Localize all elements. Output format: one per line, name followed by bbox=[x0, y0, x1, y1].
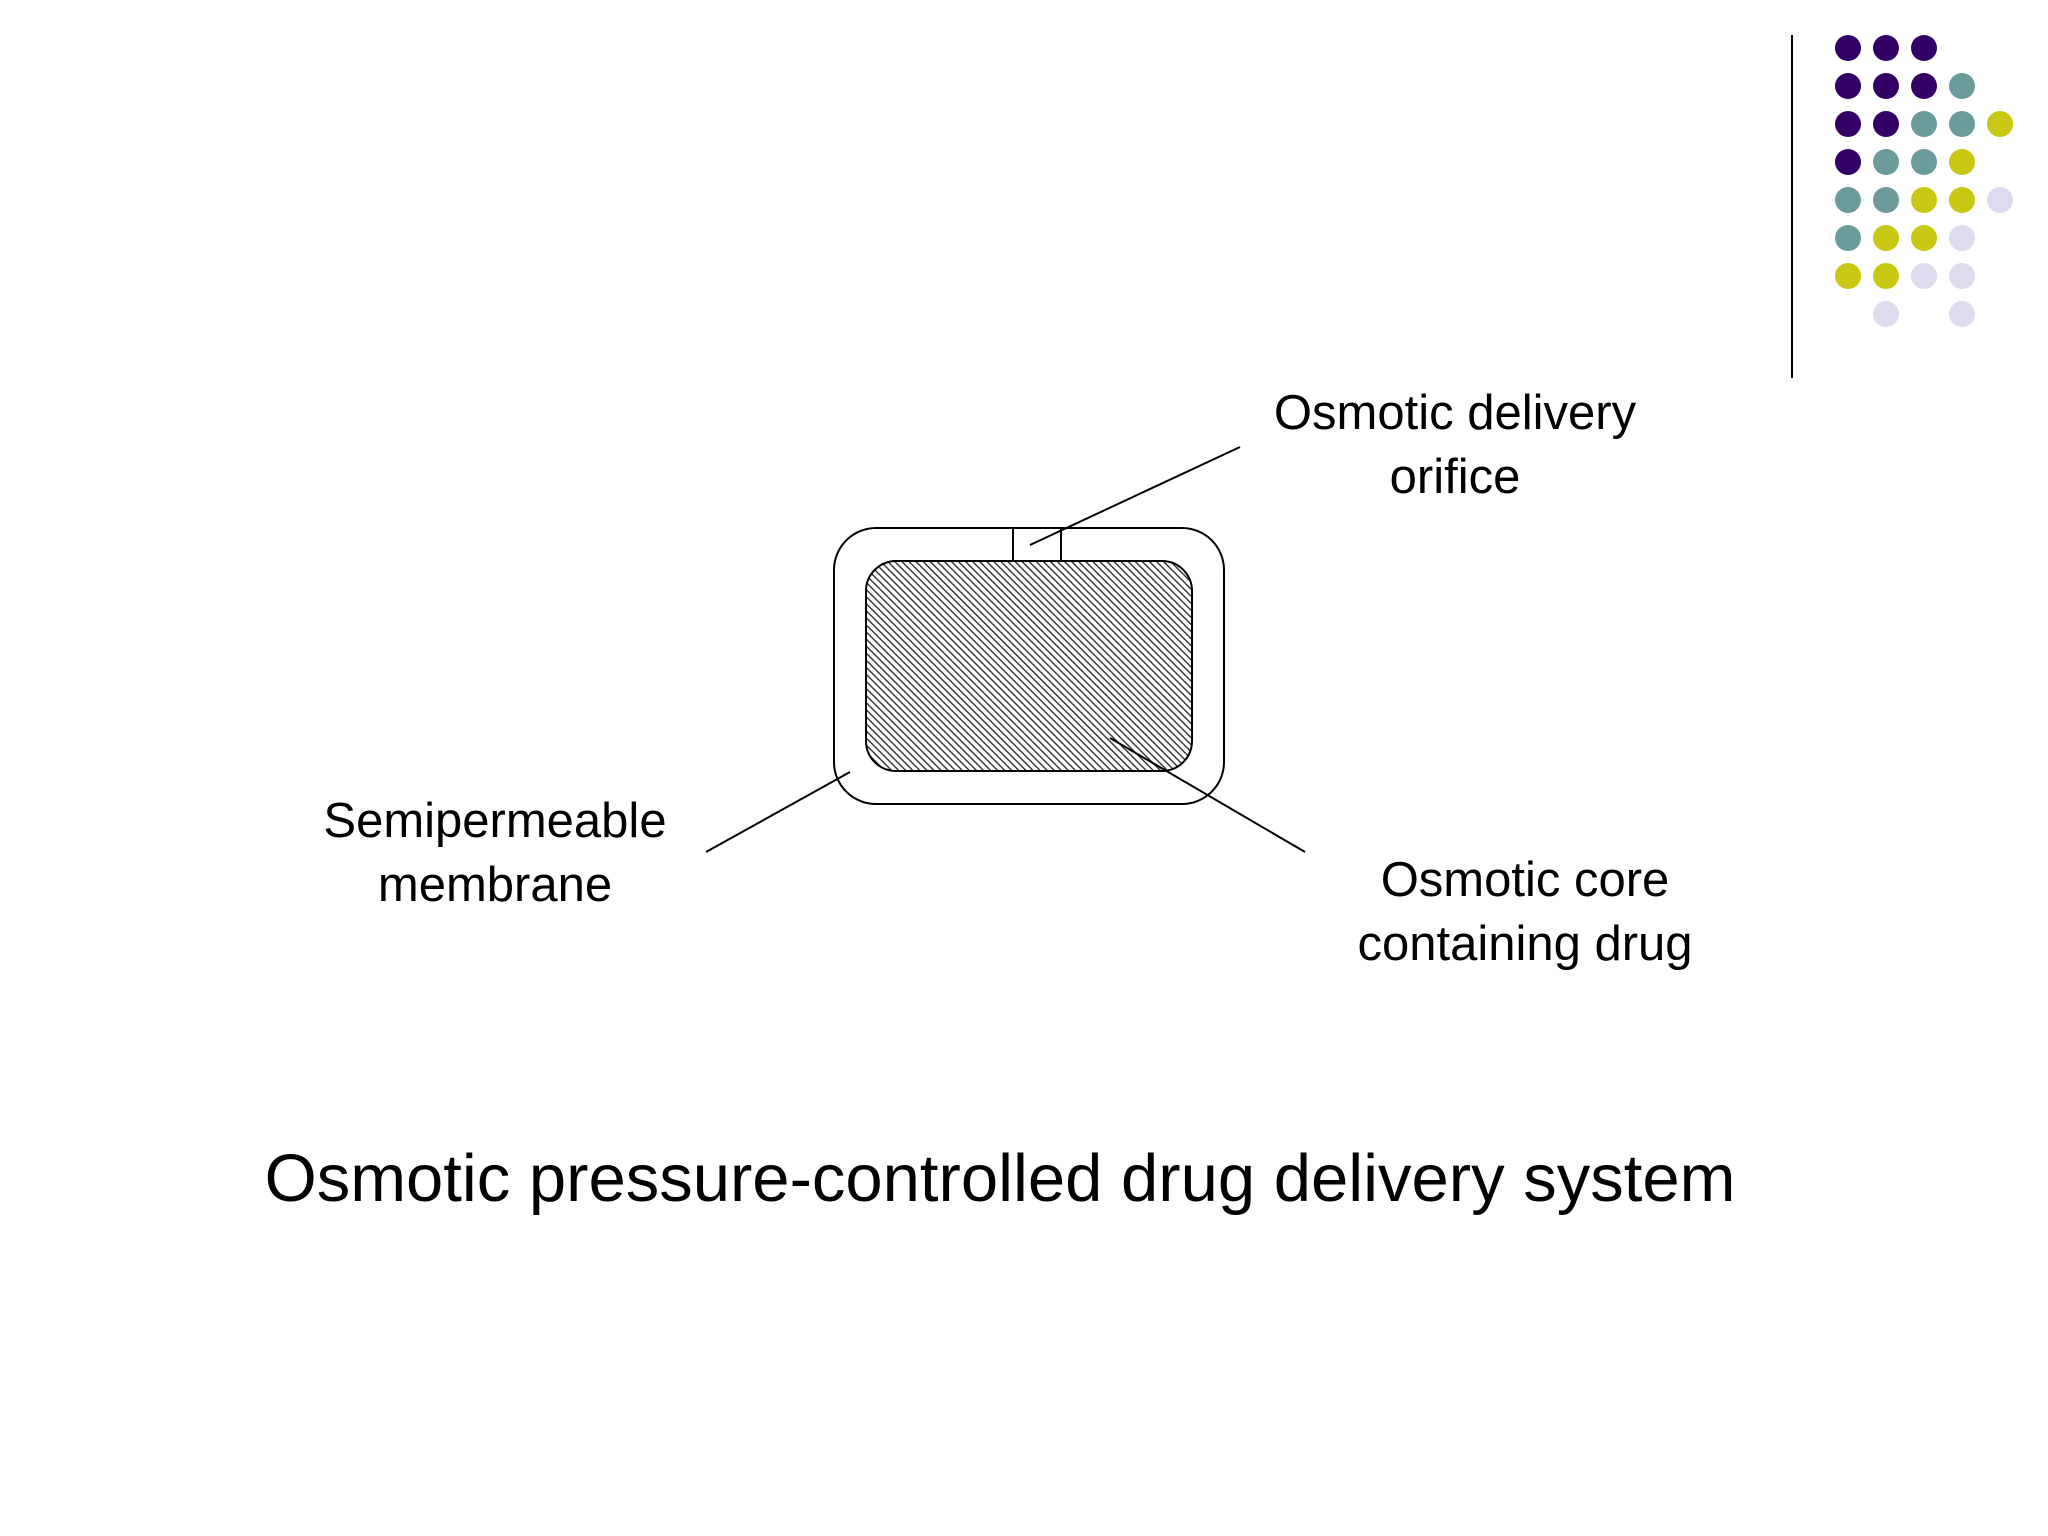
label-orifice-line2: orifice bbox=[1389, 449, 1521, 504]
decorative-dot bbox=[1949, 301, 1975, 327]
decorative-dot bbox=[1911, 263, 1937, 289]
label-osmotic-core: Osmotic core containing drug bbox=[1325, 849, 1725, 976]
decorative-dot bbox=[1949, 263, 1975, 289]
osmotic-core bbox=[865, 560, 1193, 772]
decorative-dot bbox=[1873, 111, 1899, 137]
decorative-dot bbox=[1949, 225, 1975, 251]
decorative-dot bbox=[1987, 111, 2013, 137]
label-core-line1: Osmotic core bbox=[1380, 853, 1670, 907]
decorative-dot bbox=[1873, 225, 1899, 251]
label-osmotic-delivery-orifice: Osmotic delivery orifice bbox=[1255, 382, 1655, 509]
leader-line-core bbox=[1109, 737, 1306, 853]
decorative-dot bbox=[1987, 187, 2013, 213]
label-membrane-line2: membrane bbox=[377, 857, 613, 912]
decorative-dot bbox=[1835, 149, 1861, 175]
label-semipermeable-membrane: Semipermeable membrane bbox=[295, 790, 695, 917]
decorative-dot bbox=[1835, 73, 1861, 99]
decorative-dot bbox=[1835, 225, 1861, 251]
slide-caption: Osmotic pressure-controlled drug deliver… bbox=[264, 1141, 1736, 1216]
decorative-dot bbox=[1873, 187, 1899, 213]
delivery-orifice bbox=[1012, 528, 1062, 561]
decorative-dot bbox=[1911, 35, 1937, 61]
decorative-dot bbox=[1911, 149, 1937, 175]
decorative-dot bbox=[1911, 187, 1937, 213]
leader-line-orifice bbox=[1029, 446, 1241, 546]
decorative-dot bbox=[1873, 35, 1899, 61]
decorative-dot bbox=[1949, 187, 1975, 213]
decorative-dot bbox=[1873, 263, 1899, 289]
decorative-dot bbox=[1835, 263, 1861, 289]
decorative-dot bbox=[1873, 73, 1899, 99]
decorative-dot bbox=[1911, 73, 1937, 99]
label-membrane-line1: Semipermeable bbox=[323, 794, 667, 848]
decorative-dot bbox=[1835, 111, 1861, 137]
label-core-line2: containing drug bbox=[1357, 916, 1693, 971]
decorative-dot bbox=[1949, 111, 1975, 137]
decorative-dot bbox=[1873, 149, 1899, 175]
decorative-dot bbox=[1949, 73, 1975, 99]
decorative-dot bbox=[1873, 301, 1899, 327]
decorative-dot bbox=[1835, 35, 1861, 61]
decorative-dot bbox=[1835, 187, 1861, 213]
decorative-dot bbox=[1911, 111, 1937, 137]
label-orifice-line1: Osmotic delivery bbox=[1273, 386, 1637, 440]
decorative-dot bbox=[1911, 225, 1937, 251]
leader-line-membrane bbox=[705, 771, 851, 853]
decorative-dot bbox=[1949, 149, 1975, 175]
